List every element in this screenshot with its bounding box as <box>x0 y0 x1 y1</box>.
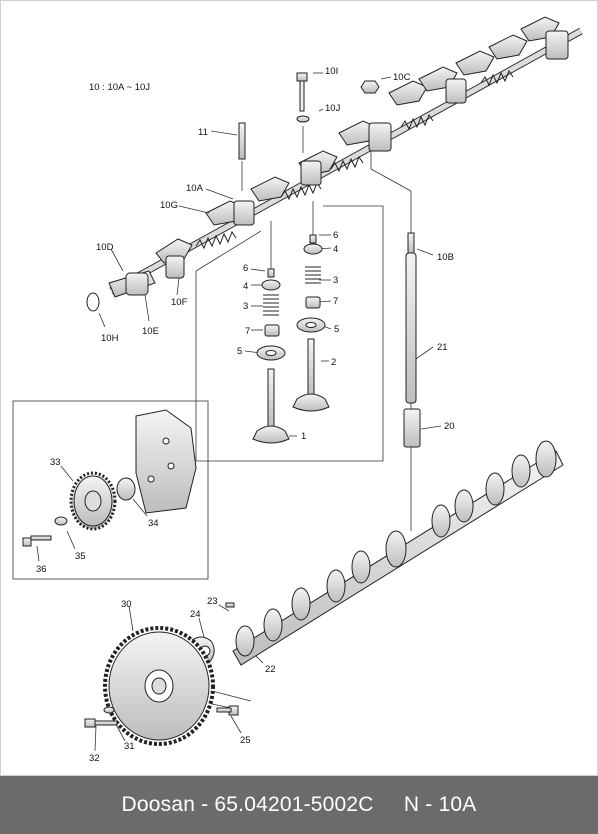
callout-33: 33 <box>50 457 61 468</box>
snap-ring-10H <box>86 292 100 312</box>
callout-10E: 10E <box>142 326 159 337</box>
front-cover-inset <box>22 409 197 547</box>
callout-5a: 5 <box>237 346 242 357</box>
callout-10C: 10C <box>393 72 411 83</box>
push-rod-tappet <box>403 232 421 448</box>
footer-gap <box>374 793 404 817</box>
callout-10I: 10I <box>325 66 338 77</box>
callout-10G: 10G <box>160 200 178 211</box>
callout-34: 34 <box>148 518 159 529</box>
gear-fasteners <box>84 705 239 728</box>
callout-31: 31 <box>124 741 135 752</box>
callout-7b: 7 <box>333 296 338 307</box>
guide-lines <box>12 72 442 752</box>
callouts: 1 2 3 3 4 4 5 5 6 6 7 7 10A 10B 10C 10D … <box>36 66 455 764</box>
callout-32: 32 <box>89 753 100 764</box>
callout-23: 23 <box>207 596 218 607</box>
callout-1: 1 <box>301 431 306 442</box>
callout-36: 36 <box>36 564 47 575</box>
rocker-fasteners <box>238 72 380 160</box>
footer-separator: - <box>195 793 215 816</box>
diagram-canvas: 10 : 10A ~ 10J <box>12 16 583 764</box>
callout-10D: 10D <box>96 242 114 253</box>
callout-4b: 4 <box>333 244 338 255</box>
callout-10A: 10A <box>186 183 204 194</box>
callout-10B: 10B <box>437 252 454 263</box>
rocker-shaft-assembly <box>108 16 583 298</box>
callout-4a: 4 <box>243 281 248 292</box>
callout-10F: 10F <box>171 297 188 308</box>
cam-gear-30 <box>103 626 215 746</box>
callout-21: 21 <box>437 342 448 353</box>
page-reference: N - 10A <box>403 793 477 816</box>
callout-5b: 5 <box>334 324 339 335</box>
callout-11: 11 <box>198 127 208 138</box>
callout-7a: 7 <box>245 326 250 337</box>
callout-30: 30 <box>121 599 132 610</box>
variant-note: 10 : 10A ~ 10J <box>89 82 150 93</box>
callout-6b: 6 <box>333 230 338 241</box>
callout-10J: 10J <box>325 103 341 114</box>
part-number: 65.04201-5002C <box>214 793 374 816</box>
callout-35: 35 <box>75 551 86 562</box>
brand-name: Doosan <box>121 793 196 816</box>
callout-25: 25 <box>240 735 251 746</box>
callout-3b: 3 <box>333 275 338 286</box>
callout-10H: 10H <box>101 333 119 344</box>
callout-24: 24 <box>190 609 201 620</box>
callout-22: 22 <box>265 664 276 675</box>
callout-2: 2 <box>331 357 336 368</box>
valve-parts <box>252 234 330 444</box>
callout-20: 20 <box>444 421 455 432</box>
camshaft <box>225 440 564 666</box>
callout-6a: 6 <box>243 263 248 274</box>
catalog-footer: Doosan - 65.04201-5002C N - 10A <box>0 776 598 834</box>
exploded-parts-diagram: 10 : 10A ~ 10J <box>0 0 598 776</box>
callout-3a: 3 <box>243 301 248 312</box>
